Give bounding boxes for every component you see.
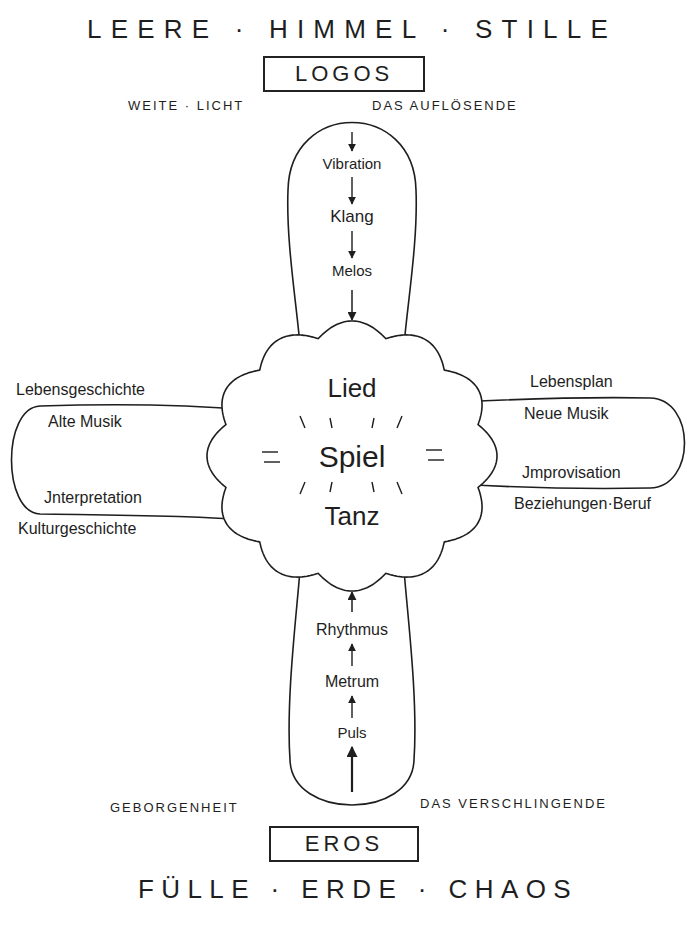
node-label: Vibration bbox=[286, 155, 418, 173]
logos-quality: DAS AUFLÖSENDE bbox=[372, 98, 518, 114]
radiating-mark bbox=[428, 459, 444, 460]
node-label: Tanz bbox=[206, 500, 498, 532]
loop-outline bbox=[460, 398, 685, 489]
node-label: Lebensplan bbox=[530, 372, 613, 392]
flow-connector bbox=[351, 290, 353, 320]
node-label: Jnterpretation bbox=[44, 488, 142, 508]
radiating-mark bbox=[300, 482, 305, 494]
outline-group bbox=[12, 405, 251, 520]
radiating-mark bbox=[372, 482, 374, 492]
node-label: Lied bbox=[206, 372, 498, 404]
radiating-mark bbox=[264, 461, 280, 462]
flow-arrow bbox=[351, 747, 353, 792]
eros-box: EROS bbox=[269, 826, 419, 862]
node-label: Spiel bbox=[206, 438, 498, 476]
radiating-mark bbox=[330, 418, 332, 428]
loop-outline bbox=[12, 405, 251, 520]
flow-connector bbox=[351, 592, 353, 612]
node-label: Alte Musik bbox=[48, 412, 122, 432]
logos-quality: WEITE · LICHT bbox=[128, 98, 244, 114]
earth-words: FÜLLE · ERDE · CHAOS bbox=[138, 874, 578, 905]
upper-petal: VibrationKlangMelos bbox=[286, 120, 418, 290]
lower-petal-outline bbox=[286, 612, 418, 804]
lower-petal: RhythmusMetrumPuls bbox=[286, 612, 418, 804]
node-label: Jmprovisation bbox=[522, 463, 621, 483]
outline-group bbox=[460, 398, 685, 489]
center-flower: LiedSpielTanz bbox=[206, 320, 498, 592]
flow-arrow bbox=[351, 177, 352, 204]
eros-quality: GEBORGENHEIT bbox=[110, 800, 239, 816]
node-label: Beziehungen·Beruf bbox=[514, 494, 651, 514]
radiating-mark bbox=[300, 416, 305, 428]
node-label: Kulturgeschichte bbox=[18, 519, 136, 539]
radiating-mark bbox=[397, 482, 402, 494]
node-label: Lebensgeschichte bbox=[16, 380, 145, 400]
node-label: Puls bbox=[286, 724, 418, 742]
flow-arrow bbox=[351, 132, 352, 151]
node-label: Neue Musik bbox=[524, 404, 608, 424]
node-label: Rhythmus bbox=[286, 620, 418, 640]
node-label: Klang bbox=[286, 207, 418, 227]
flow-arrow bbox=[351, 231, 352, 258]
radiating-mark bbox=[372, 418, 374, 428]
outline-group bbox=[207, 321, 497, 591]
radiating-mark bbox=[262, 451, 278, 452]
box-label: LOGOS bbox=[295, 61, 393, 87]
node-label: Metrum bbox=[286, 672, 418, 692]
logos-box: LOGOS bbox=[263, 56, 425, 92]
flow-arrow bbox=[351, 696, 352, 718]
radiating-mark bbox=[330, 482, 332, 492]
radiating-mark bbox=[397, 416, 402, 428]
heaven-words: LEERE · HIMMEL · STILLE bbox=[87, 14, 617, 45]
flow-arrow bbox=[351, 644, 352, 666]
node-label: Melos bbox=[286, 262, 418, 280]
eros-quality: DAS VERSCHLINGENDE bbox=[420, 796, 607, 812]
flower-outline bbox=[207, 321, 497, 591]
radiating-mark bbox=[426, 449, 442, 450]
box-label: EROS bbox=[301, 831, 387, 857]
